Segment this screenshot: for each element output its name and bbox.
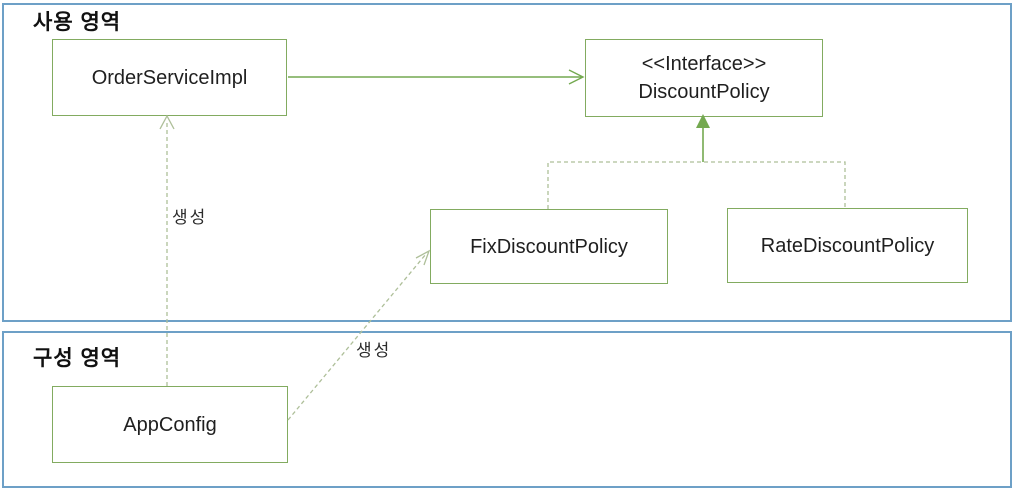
- node-order-service-impl: OrderServiceImpl: [52, 39, 287, 116]
- node-app-config: AppConfig: [52, 386, 288, 463]
- edge-label-create-orderservice: 생성: [172, 208, 208, 227]
- node-rate-discount-policy: RateDiscountPolicy: [727, 208, 968, 283]
- node-fix-discount-policy: FixDiscountPolicy: [430, 209, 668, 284]
- edge-label-create-fixdiscount: 생성: [356, 341, 392, 360]
- node-rate-discount-policy-label: RateDiscountPolicy: [760, 234, 935, 257]
- node-discount-policy-label: DiscountPolicy: [638, 81, 770, 103]
- region-usage-title: 사용 영역: [33, 11, 122, 34]
- node-app-config-label: AppConfig: [123, 413, 217, 436]
- node-order-service-impl-label: OrderServiceImpl: [91, 66, 248, 89]
- region-config-title: 구성 영역: [33, 347, 122, 370]
- node-discount-policy-interface: <<Interface>> DiscountPolicy: [585, 39, 823, 117]
- node-discount-policy-stereotype: <<Interface>>: [641, 53, 767, 75]
- node-fix-discount-policy-label: FixDiscountPolicy: [470, 235, 628, 258]
